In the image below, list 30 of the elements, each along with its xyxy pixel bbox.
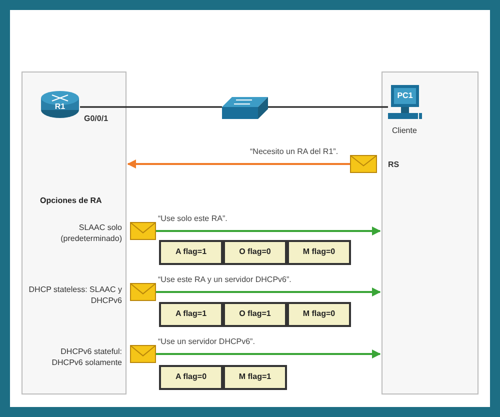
network-link [268,106,388,108]
flag-cell: M flag=0 [287,240,351,265]
envelope-icon [350,155,377,173]
edge-label: “Use este RA y un servidor DHCPv6”. [158,275,292,284]
option-label: SLAAC solo (predeterminado) [60,222,122,244]
flag-cell: A flag=1 [159,240,223,265]
network-link [80,106,222,108]
flag-cell: M flag=0 [287,302,351,327]
message-type-label: RS [388,160,400,169]
arrow [156,350,381,358]
edge-label: “Use un servidor DHCPv6”. [158,337,255,346]
envelope-icon [130,283,156,301]
flag-cell: O flag=1 [223,302,287,327]
interface-label: G0/0/1 [84,114,108,123]
arrow [156,288,381,296]
envelope-icon [130,345,156,363]
edge-label: “Necesito un RA del R1”. [250,147,338,156]
arrow [127,160,350,168]
arrow [156,226,381,236]
option-label: DHCPv6 stateful: DHCPv6 solamente [50,346,122,368]
edge-label: “Use solo este RA”. [158,214,228,223]
flag-cell: A flag=1 [159,302,223,327]
section-heading: Opciones de RA [40,196,102,205]
flag-cell: M flag=1 [223,365,287,390]
switch-icon [222,95,268,119]
option-label: DHCP stateless: SLAAC y DHCPv6 [28,284,122,306]
envelope-icon [130,222,156,240]
flag-cell: O flag=0 [223,240,287,265]
device-label: Cliente [392,126,417,135]
flag-cell: A flag=0 [159,365,223,390]
